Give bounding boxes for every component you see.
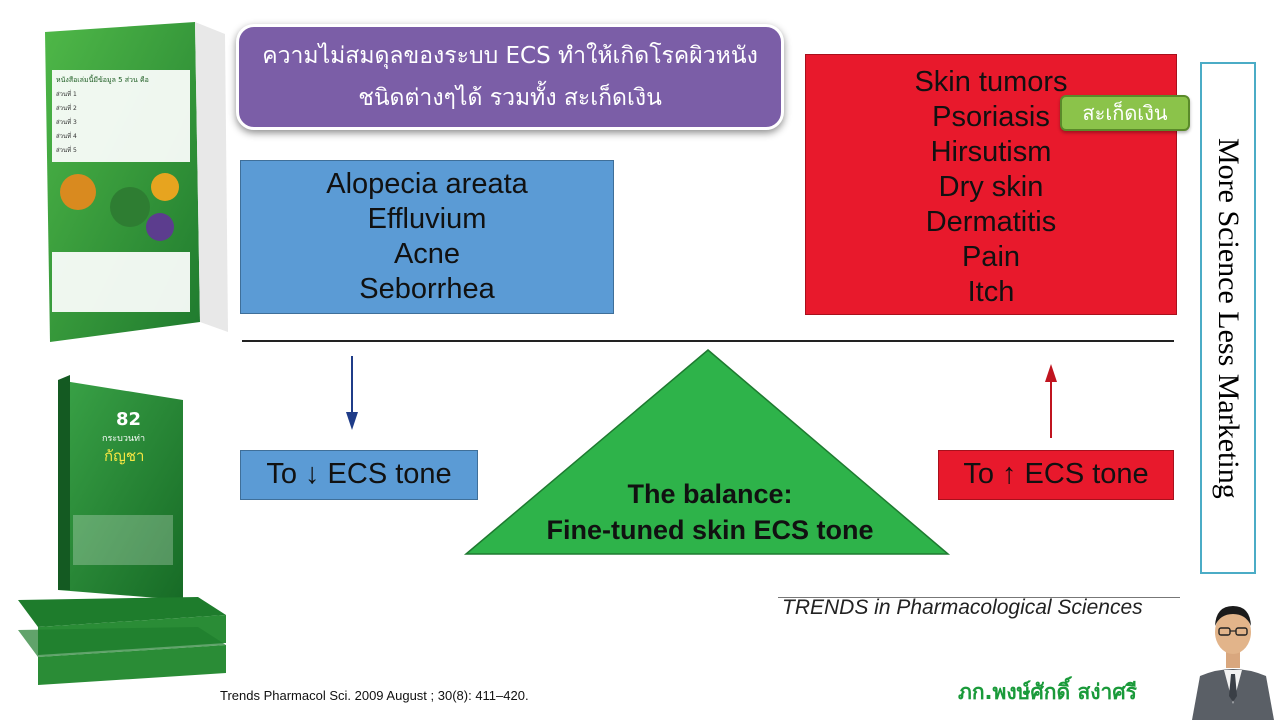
up-arrow-icon [1045, 364, 1057, 438]
balance-label: The balance: Fine-tuned skin ECS tone [500, 476, 920, 548]
psoriasis-thai-tag: สะเก็ดเงิน [1060, 95, 1190, 131]
figure-source: TRENDS in Pharmacological Sciences [782, 596, 1143, 619]
decrease-conditions-box: Alopecia areata Effluvium Acne Seborrhea [240, 160, 614, 314]
book-top-point-4: ส่วนที่ 4 [56, 132, 77, 140]
condition-alopecia: Alopecia areata [326, 168, 528, 200]
condition-acne: Acne [393, 238, 461, 270]
book-top-point-3: ส่วนที่ 3 [56, 118, 77, 126]
banner-line-2: ชนิดต่างๆได้ รวมทั้ง สะเก็ดเงิน [358, 85, 662, 111]
condition-dry-skin: Dry skin [938, 171, 1044, 203]
condition-skin-tumors: Skin tumors [914, 66, 1068, 98]
citation: Trends Pharmacol Sci. 2009 August ; 30(8… [220, 688, 529, 703]
slogan-box: More Science Less Marketing [1200, 62, 1256, 574]
source-rule [778, 597, 1180, 598]
balance-line-1: The balance: [627, 479, 793, 509]
book-bottom-subtitle: กระบวนท่า [102, 434, 145, 444]
banner-line-1: ความไม่สมดุลของระบบ ECS ทำให้เกิดโรคผิวห… [262, 43, 758, 69]
book-cover-image: หนังสือเล่มนี้มีข้อมูล 5 ส่วน คือ ส่วนที… [45, 22, 228, 342]
author-name: ภก.พงษ์ศักดิ์ สง่าศรี [958, 680, 1137, 704]
increase-tone-label: To ↑ ECS tone [938, 450, 1174, 500]
balance-line-2: Fine-tuned skin ECS tone [546, 515, 874, 545]
down-arrow-icon [346, 356, 358, 430]
title-banner: ความไม่สมดุลของระบบ ECS ทำให้เกิดโรคผิวห… [236, 24, 784, 130]
book-stack-image: 82 กระบวนท่า กัญชา [18, 375, 226, 685]
condition-seborrhea: Seborrhea [359, 273, 495, 305]
condition-effluvium: Effluvium [367, 203, 487, 235]
condition-psoriasis: Psoriasis [932, 101, 1050, 133]
increase-conditions-box: Skin tumors Psoriasis Hirsutism Dry skin… [805, 54, 1177, 315]
book-top-point-5: ส่วนที่ 5 [56, 146, 77, 154]
book-top-point-1: ส่วนที่ 1 [56, 90, 77, 98]
book-bottom-title: กัญชา [104, 447, 144, 465]
book-top-point-2: ส่วนที่ 2 [56, 104, 77, 112]
book-bottom-number: 82 [116, 409, 141, 430]
slogan-text: More Science Less Marketing [1212, 137, 1245, 499]
condition-itch: Itch [967, 276, 1015, 308]
balance-line [242, 340, 1174, 342]
decrease-tone-label: To ↓ ECS tone [240, 450, 478, 500]
condition-hirsutism: Hirsutism [930, 136, 1052, 168]
book-top-heading: หนังสือเล่มนี้มีข้อมูล 5 ส่วน คือ [56, 73, 149, 84]
author-portrait [1186, 584, 1280, 720]
condition-dermatitis: Dermatitis [925, 206, 1057, 238]
condition-pain: Pain [961, 241, 1021, 273]
